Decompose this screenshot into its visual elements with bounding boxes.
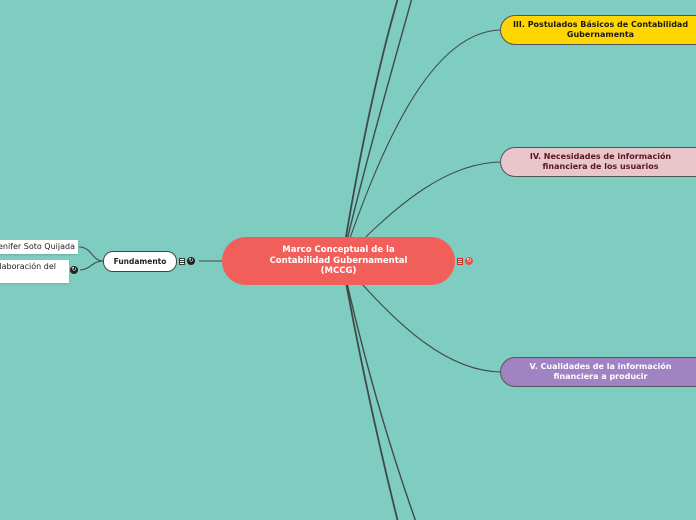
central-topic[interactable]: Marco Conceptual de la Contabilidad Gube…: [222, 237, 455, 285]
central-topic-label: Marco Conceptual de la Contabilidad Gube…: [269, 245, 408, 277]
fundamento-icons: ↻: [179, 257, 195, 265]
central-topic-icons: ↻: [457, 257, 473, 265]
topic-postulados-label: III. Postulados Básicos de Contabilidad …: [512, 20, 689, 39]
note-icon[interactable]: [179, 257, 185, 265]
topic-cualidades[interactable]: V. Cualidades de la información financie…: [500, 357, 696, 387]
subtopic-author-label: enifer Soto Quijada: [0, 242, 75, 251]
link-icon[interactable]: ↻: [187, 257, 195, 265]
link-icon[interactable]: ↻: [465, 257, 473, 265]
topic-fundamento[interactable]: Fundamento: [103, 251, 177, 272]
topic-necesidades[interactable]: IV. Necesidades de información financier…: [500, 147, 696, 177]
topic-fundamento-label: Fundamento: [113, 256, 167, 266]
topic-cualidades-label: V. Cualidades de la información financie…: [529, 362, 672, 381]
note-icon[interactable]: [457, 257, 463, 265]
subtopic-author[interactable]: enifer Soto Quijada: [0, 240, 78, 254]
subtopic-elaboracion-label: laboración del: [0, 262, 56, 271]
subtopic-elaboracion-icons: ↻: [70, 266, 78, 274]
link-icon[interactable]: ↻: [70, 266, 78, 274]
subtopic-elaboracion[interactable]: laboración del: [0, 260, 69, 283]
topic-necesidades-label: IV. Necesidades de información financier…: [529, 152, 672, 171]
topic-postulados[interactable]: III. Postulados Básicos de Contabilidad …: [500, 15, 696, 45]
